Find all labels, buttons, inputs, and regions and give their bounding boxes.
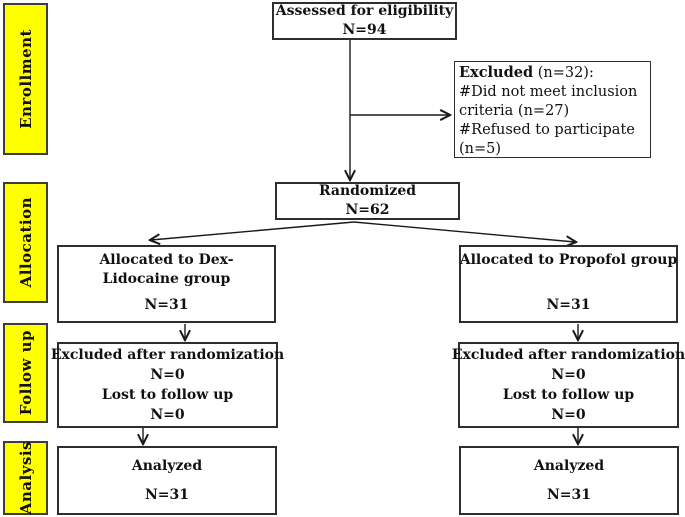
box-randomized: Randomized N=62 [275, 182, 460, 220]
box-count: N=62 [345, 202, 390, 218]
stage-label-followup: Follow up [3, 323, 48, 423]
stage-label-allocation: Allocation [3, 182, 48, 303]
box-title: Allocated to Dex-Lidocaine group [99, 252, 234, 287]
followup-line: N=0 [150, 367, 185, 383]
stage-label-analysis: Analysis [3, 441, 48, 515]
box-count: N=31 [144, 297, 189, 313]
excluded-reason: #Did not meet inclusion criteria (n=27) [459, 84, 638, 119]
box-count: N=31 [546, 487, 591, 503]
stage-label-text: Allocation [16, 197, 35, 288]
stage-label-text: Follow up [16, 330, 35, 416]
arrow-randomized-to-alloc-right [353, 221, 575, 242]
followup-line: Lost to follow up [101, 387, 234, 403]
box-analyzed-left: Analyzed N=31 [57, 446, 277, 515]
box-count: N=31 [546, 297, 591, 313]
followup-line: N=0 [551, 367, 586, 383]
stage-label-text: Analysis [16, 441, 35, 515]
box-excluded: Excluded (n=32): #Did not meet inclusion… [454, 61, 651, 158]
box-title: Analyzed [131, 458, 203, 474]
excluded-heading: Excluded (n=32): [459, 64, 594, 81]
followup-line: Excluded after randomization [50, 347, 285, 363]
followup-line: N=0 [551, 407, 586, 423]
arrow-randomized-to-alloc-left [151, 221, 355, 240]
followup-line: Lost to follow up [502, 387, 635, 403]
box-followup-right: Excluded after randomization N=0 Lost to… [452, 342, 685, 428]
stage-label-text: Enrollment [16, 29, 35, 129]
box-title: Assessed for eligibility [275, 3, 454, 19]
followup-line: N=0 [150, 407, 185, 423]
box-count: N=31 [144, 487, 189, 503]
box-count: N=94 [342, 22, 387, 38]
box-followup-left: Excluded after randomization N=0 Lost to… [51, 342, 284, 428]
box-allocated-propofol: Allocated to Propofol group N=31 [459, 245, 678, 323]
box-title: Analyzed [533, 458, 605, 474]
excluded-reason: #Refused to participate (n=5) [459, 122, 635, 157]
stage-label-enrollment: Enrollment [3, 3, 48, 155]
box-allocated-dex-lidocaine: Allocated to Dex-Lidocaine group N=31 [57, 245, 276, 323]
box-assessed-for-eligibility: Assessed for eligibility N=94 [272, 2, 457, 40]
box-title: Allocated to Propofol group [459, 252, 678, 268]
box-title: Randomized [318, 183, 417, 199]
box-analyzed-right: Analyzed N=31 [459, 446, 679, 515]
followup-line: Excluded after randomization [451, 347, 685, 363]
